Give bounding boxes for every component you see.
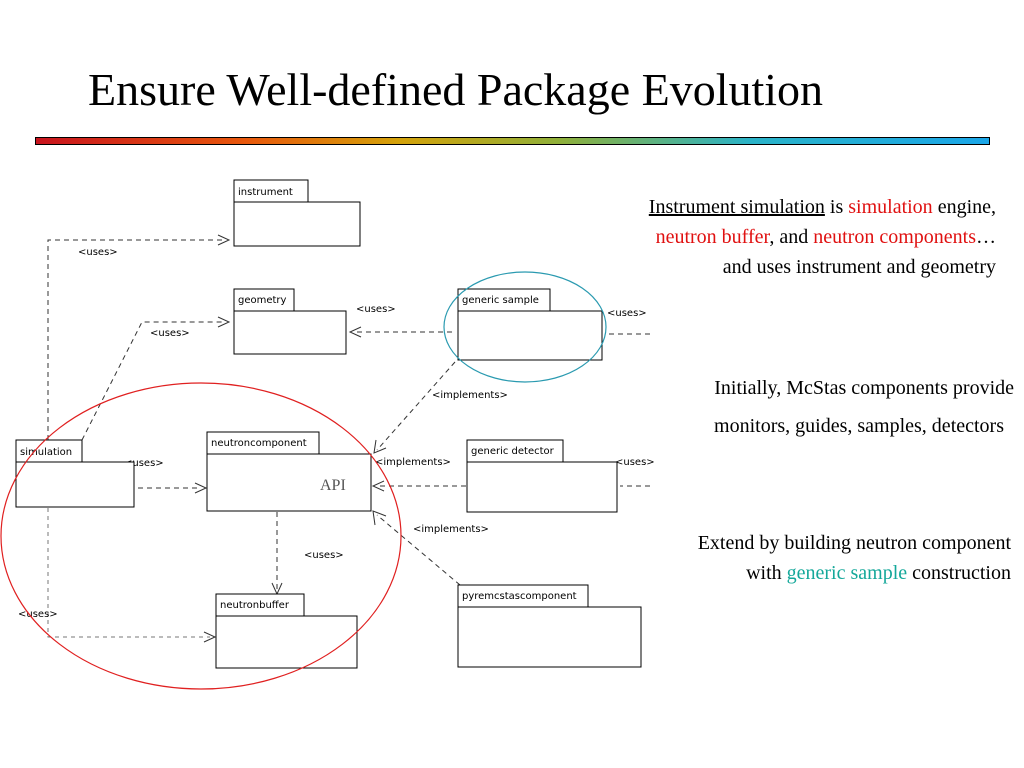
highlight-text: generic sample [786, 562, 908, 584]
dependency-lines [47, 234, 650, 643]
package-body [206, 453, 372, 512]
uses-label: <uses> [615, 457, 655, 468]
description-line: with generic sample construction [698, 558, 1011, 588]
implements-label: <implements> [432, 390, 508, 401]
plain-text: … [976, 226, 996, 248]
highlight-text: neutron components [813, 226, 976, 248]
arrowhead [203, 631, 217, 643]
package-instrument: instrument [233, 179, 361, 247]
uses-label: <uses> [124, 458, 164, 469]
uses-label: <uses> [78, 247, 118, 258]
plain-text: with [746, 562, 787, 584]
package-name: pyremcstascomponent [462, 591, 577, 602]
package-geometry: geometry [233, 288, 347, 355]
package-body [215, 615, 358, 669]
plain-text: , and [769, 226, 814, 248]
slide-title: Ensure Well-defined Package Evolution [88, 64, 824, 115]
arrowhead [348, 326, 362, 338]
package-body [457, 310, 603, 361]
uses-label: <uses> [356, 304, 396, 315]
description-block-3: Extend by building neutron component wit… [698, 528, 1011, 588]
description-line: neutron buffer, and neutron components… [649, 222, 996, 252]
package-name: simulation [20, 447, 72, 458]
package-name: neutronbuffer [220, 600, 290, 611]
dep-pyre-implements [376, 514, 461, 586]
description-block-2: Initially, McStas components provide mon… [714, 369, 1014, 445]
arrowhead [371, 480, 385, 492]
uses-label: <uses> [18, 609, 58, 620]
package-name: generic detector [471, 446, 555, 457]
uses-label: <uses> [150, 328, 190, 339]
highlight-text: neutron buffer [655, 226, 770, 248]
highlight-text: Instrument simulation [648, 196, 825, 218]
uses-label: <uses> [304, 550, 344, 561]
dep-simulation-geometry [81, 321, 225, 441]
package-body [233, 201, 361, 247]
description-block-1: Instrument simulation is simulation engi… [649, 192, 996, 282]
arrowhead [194, 482, 208, 494]
dependency-labels: <uses> <uses> <uses> <uses> <uses> <uses… [18, 247, 655, 620]
title-gradient-bar [35, 137, 990, 145]
package-body [233, 310, 347, 355]
description-line: monitors, guides, samples, detectors [714, 415, 1004, 437]
arrowhead [372, 510, 387, 526]
arrowhead [217, 234, 231, 246]
package-neutronbuffer: neutronbuffer [215, 593, 358, 669]
package-generic-sample: generic sample [457, 288, 603, 361]
package-name: generic sample [462, 295, 539, 306]
uses-label: <uses> [607, 308, 647, 319]
description-line: and uses instrument and geometry [722, 256, 996, 278]
package-body [457, 606, 642, 668]
package-simulation: simulation [15, 439, 135, 508]
package-name: geometry [238, 295, 287, 306]
package-body [15, 461, 135, 508]
implements-label: <implements> [375, 457, 451, 468]
plain-text: construction [907, 562, 1011, 584]
package-name: neutroncomponent [211, 438, 307, 449]
plain-text: is [824, 196, 849, 218]
description-line: Initially, McStas components provide [714, 377, 1014, 399]
package-pyremcstascomponent: pyremcstascomponent [457, 584, 642, 668]
teal-highlight-ellipse [443, 271, 607, 383]
dep-sample-implements [376, 361, 456, 451]
package-name: instrument [238, 187, 293, 198]
implements-label: <implements> [413, 524, 489, 535]
description-line: Extend by building neutron component [697, 532, 1011, 554]
package-body [466, 461, 618, 513]
highlight-text: simulation [848, 196, 933, 218]
arrowhead [373, 439, 387, 454]
arrowhead [217, 316, 231, 328]
api-label: API [320, 477, 346, 494]
package-generic-detector: generic detector [466, 439, 618, 513]
description-line: Instrument simulation is simulation engi… [649, 192, 996, 222]
red-highlight-ellipse [0, 382, 402, 690]
package-neutroncomponent: neutroncomponent API [206, 431, 372, 512]
dep-simulation-instrument [47, 239, 225, 440]
plain-text: engine, [932, 196, 996, 218]
dep-simulation-buffer [47, 508, 210, 638]
